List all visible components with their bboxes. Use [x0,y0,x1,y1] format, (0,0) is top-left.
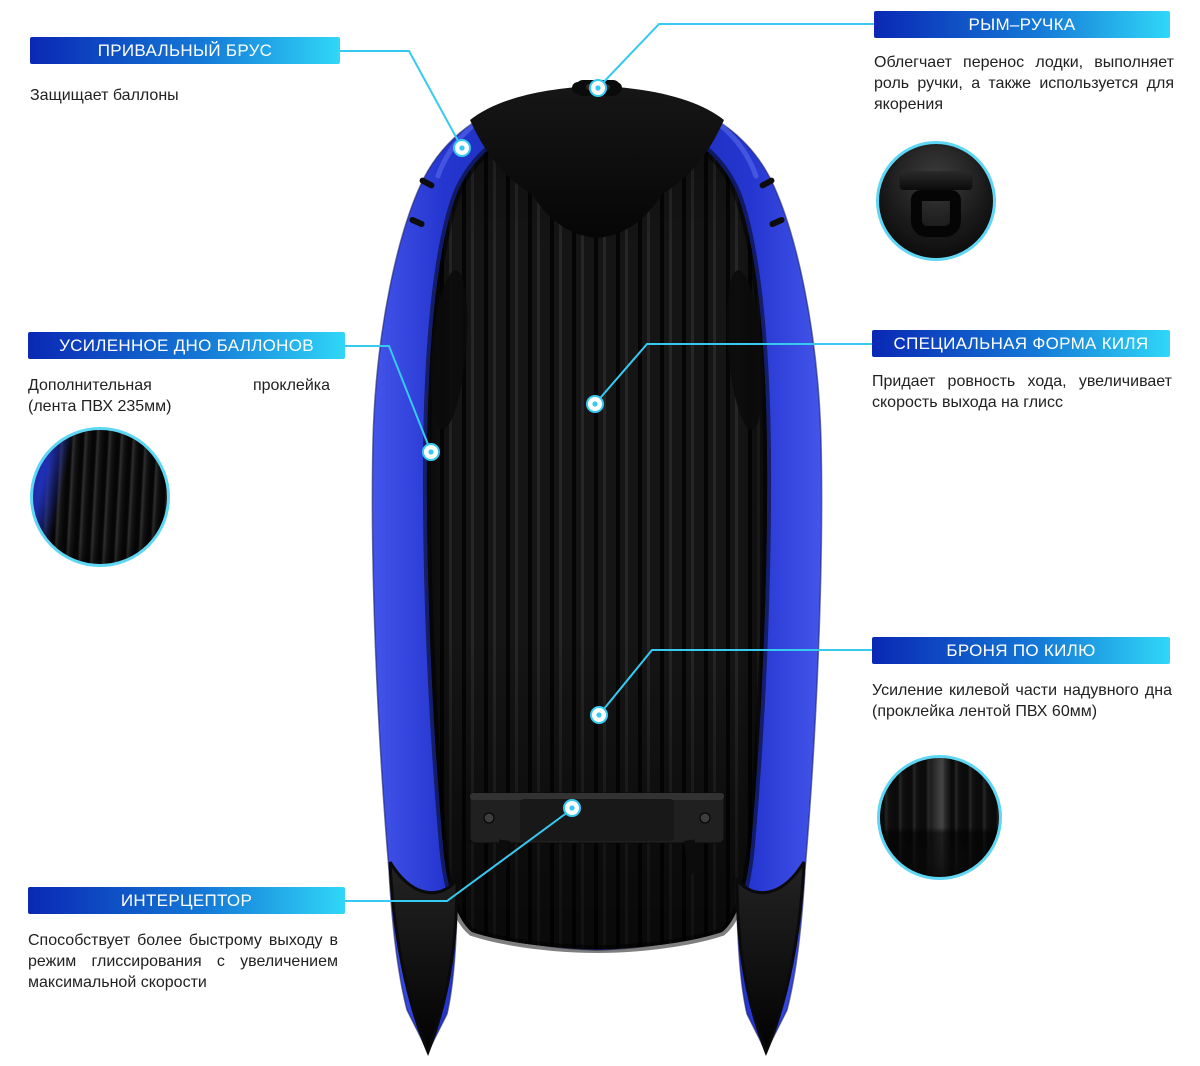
connector-reinforced [345,345,432,453]
callout-keel-shape-description: Придает ровность хода, увеличивает скоро… [872,373,1172,411]
marker-keel-armor [590,706,608,724]
connector-keel-shape [594,343,872,405]
handle-mount [899,171,973,190]
marker-bow-handle [589,79,607,97]
callout-gunwale-label: ПРИВАЛЬНЫЙ БРУС [30,37,340,64]
detail-photo-keel-armor [877,755,1002,880]
connector-keel-armor [598,649,872,716]
callout-reinforced-bottom-label: УСИЛЕННОЕ ДНО БАЛЛОНОВ [28,332,345,359]
connector-interceptor [345,808,573,902]
callout-interceptor-description: Способствует более быстрому выходу в реж… [28,932,338,991]
callout-bow-handle-description: Облегчает перенос лодки, выполняет роль … [874,54,1174,113]
callout-reinforced-bottom-description-line1: Дополнительная проклейка [28,377,330,394]
connector-gunwale [340,50,463,149]
callout-keel-armor-description: Усиление килевой части надувного дна (пр… [872,682,1172,720]
marker-gunwale [453,139,471,157]
marker-interceptor [563,799,581,817]
connector-bow-handle [597,23,874,89]
callout-keel-armor-label: БРОНЯ ПО КИЛЮ [872,637,1170,664]
callout-interceptor-label: ИНТЕРЦЕПТОР [28,887,345,914]
detail-photo-bow-handle [876,141,996,261]
marker-keel-shape [586,395,604,413]
callout-keel-shape-label: СПЕЦИАЛЬНАЯ ФОРМА КИЛЯ [872,330,1170,357]
callout-reinforced-bottom-description: Дополнительная проклейка (лента ПВХ 235м… [28,376,330,418]
detail-photo-reinforced-bottom [30,427,170,567]
callout-gunwale-description: Защищает баллоны [30,87,179,104]
callout-connectors [340,23,874,902]
callout-bow-handle-label: РЫМ–РУЧКА [874,11,1170,38]
handle-ring-icon [910,189,962,238]
callout-markers [422,79,608,817]
boat [371,80,823,1056]
marker-reinforced [422,443,440,461]
callout-reinforced-bottom-description-line2: (лента ПВХ 235мм) [28,397,172,415]
